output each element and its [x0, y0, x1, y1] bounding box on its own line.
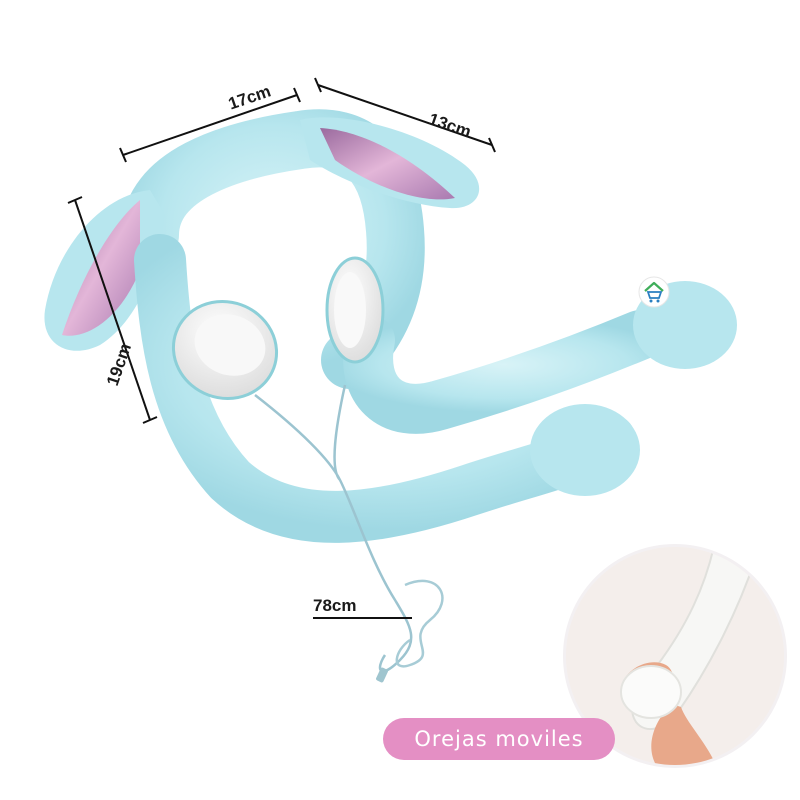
right-paw-strap — [343, 310, 665, 434]
left-ear-lining — [62, 200, 140, 336]
dimension-line-13cm — [314, 77, 496, 153]
right-ear-lining — [320, 128, 455, 200]
right-earcup — [325, 256, 385, 364]
audio-jack — [376, 667, 388, 683]
cable — [254, 384, 413, 673]
dimension-line-17cm — [119, 87, 301, 163]
cable-coil — [395, 579, 444, 668]
dimension-label-78cm: 78cm — [313, 596, 357, 615]
home-cart-icon — [638, 276, 670, 308]
left-earcup — [171, 300, 279, 400]
left-paw — [530, 404, 640, 496]
dimension-line-19cm — [67, 196, 158, 424]
moving-ears-label: Orejas moviles — [383, 718, 615, 760]
